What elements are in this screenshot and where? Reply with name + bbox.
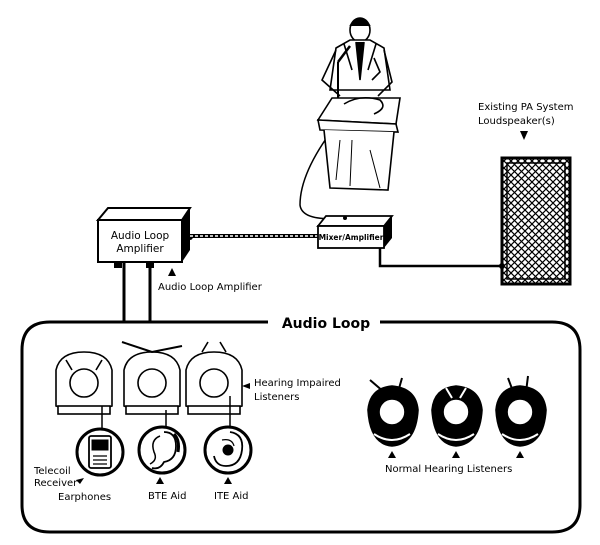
listener-top-view-icon (55, 351, 113, 415)
ite-hearing-aid-icon (203, 425, 253, 475)
aid-connector-lines (101, 396, 231, 430)
amp-caption-arrow-icon (168, 268, 176, 276)
telecoil-line2: Receiver (34, 478, 78, 489)
pa-system-line2: Loudspeaker(s) (478, 116, 555, 127)
earphones-label: Earphones (58, 492, 111, 503)
listener-top-view-icon (121, 341, 183, 415)
telecoil-receiver-icon (75, 427, 125, 477)
bte-label: BTE Aid (148, 491, 186, 502)
normal-listeners (367, 375, 547, 447)
pa-arrow-icon (520, 131, 528, 140)
listener-top-view-icon (185, 341, 243, 415)
loudspeaker-icon (499, 156, 572, 286)
mixer-label: Mixer/Amplifier (319, 233, 384, 242)
bte-arrow-icon (156, 477, 164, 484)
listener-top-view-icon (495, 375, 547, 447)
hearing-impaired-line1: Hearing Impaired (254, 378, 341, 389)
listener-top-view-icon (367, 377, 419, 447)
ite-label: ITE Aid (214, 491, 249, 502)
podium-speaker-icon (316, 17, 401, 191)
telecoil-arrow-icon (76, 478, 84, 484)
loop-title: Audio Loop (282, 316, 370, 332)
pa-system-line1: Existing PA System (478, 102, 574, 113)
impaired-arrow-icon (242, 383, 250, 389)
normal-listener-arrows (388, 451, 524, 458)
hearing-impaired-line2: Listeners (254, 392, 299, 403)
normal-hearing-label: Normal Hearing Listeners (385, 464, 512, 475)
mixer-amplifier-icon (316, 215, 394, 249)
telecoil-line1: Telecoil (33, 466, 71, 477)
amp-box-line1: Audio Loop (111, 230, 170, 242)
ite-arrow-icon (224, 477, 232, 484)
amp-caption: Audio Loop Amplifier (158, 282, 263, 293)
amp-box-line2: Amplifier (116, 243, 164, 255)
bte-hearing-aid-icon (137, 425, 187, 475)
listener-top-view-icon (431, 385, 483, 447)
audio-loop-wire (20, 262, 582, 534)
impaired-listeners (55, 341, 243, 415)
